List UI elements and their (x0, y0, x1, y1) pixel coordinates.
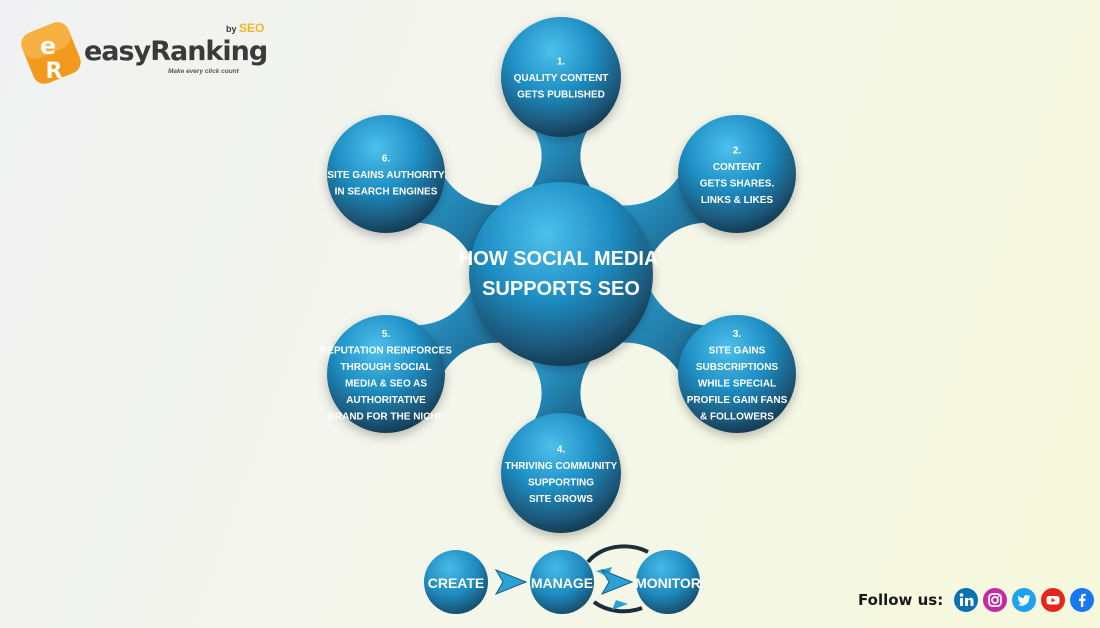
cycle-arc-top (586, 544, 649, 564)
brand-by: by (226, 24, 237, 34)
step-number: 2. (733, 145, 742, 156)
step-line: SUPPORTING (528, 477, 594, 488)
step-text: 1. QUALITY CONTENT GETS PUBLISHED (514, 57, 609, 101)
arrow-create-manage-icon (494, 568, 528, 596)
step-text: 3. SITE GAINS SUBSCRIPTIONS WHILE SPECIAL PR… (687, 329, 788, 423)
step-line: MEDIA & SEO AS (345, 378, 427, 389)
cycle-arrow-left-icon (612, 600, 628, 610)
step-number: 3. (733, 329, 742, 340)
follow-us-bar: Follow us: (858, 586, 1095, 614)
step-node-circle (327, 115, 445, 233)
step-line: SITE GAINS (709, 345, 766, 356)
monitor-circle (636, 550, 700, 614)
connector-arm-4 (531, 360, 591, 419)
step-node-circle (327, 315, 445, 433)
step-number: 1. (557, 57, 566, 68)
step-node-circle (678, 115, 796, 233)
connector-arm-1 (531, 131, 591, 188)
step-line: GETS SHARES. (700, 178, 775, 189)
step-line: SUBSCRIPTIONS (696, 362, 779, 373)
hub-title-line-2: SUPPORTS SEO (482, 278, 640, 300)
stage-monitor: MONITOR (635, 575, 701, 591)
step-node-2: 2. CONTENT GETS SHARES. LINKS & LIKES (678, 115, 796, 233)
step-text: 6. SITE GAINS AUTHORITY IN SEARCH ENGINES (327, 154, 445, 198)
stage-create: CREATE (428, 575, 485, 591)
step-line: PROFILE GAIN FANS (687, 395, 788, 406)
brand-seo: SEO (239, 21, 265, 35)
step-text: 2. CONTENT GETS SHARES. LINKS & LIKES (700, 145, 775, 206)
brand-logo-mark: e R (21, 22, 81, 84)
cycle-flow: CREATE MANAGE MONITOR (424, 544, 701, 614)
step-line: QUALITY CONTENT (514, 73, 609, 84)
hub-title: HOW SOCIAL MEDIA SUPPORTS SEO (459, 248, 663, 300)
step-line: & FOLLOWERS (700, 411, 774, 422)
twitter-icon[interactable] (1012, 588, 1037, 612)
step-node-6: 6. SITE GAINS AUTHORITY IN SEARCH ENGINES (327, 115, 445, 233)
step-line: THRIVING COMMUNITY (505, 461, 618, 472)
step-line: REPUTATION REINFORCES (320, 345, 452, 356)
hub-circle-shape (469, 182, 653, 366)
step-line: WHILE SPECIAL (698, 378, 776, 389)
cycle-arc-bottom (592, 600, 643, 614)
logo-letter-r: R (46, 59, 63, 84)
step-number: 4. (557, 444, 566, 455)
step-text: 4. THRIVING COMMUNITY SUPPORTING SITE GROWS (505, 444, 618, 505)
arrow-manage-monitor-icon (600, 568, 634, 596)
instagram-icon[interactable] (983, 588, 1008, 612)
step-node-5: 5. REPUTATION REINFORCES THROUGH SOCIAL MED… (320, 315, 452, 433)
step-node-circle (501, 17, 621, 137)
step-line: LINKS & LIKES (701, 195, 774, 206)
step-text: 5. REPUTATION REINFORCES THROUGH SOCIAL MED… (320, 329, 452, 423)
step-line: BRAND FOR THE NICHE (328, 411, 445, 422)
hub-circle (469, 182, 653, 366)
create-circle (424, 550, 488, 614)
step-node-circle (501, 413, 621, 533)
step-nodes: 1. QUALITY CONTENT GETS PUBLISHED 2. CONTENT… (320, 17, 796, 533)
brand-logo[interactable]: e R easyRanking by SEO Make every click … (18, 18, 268, 93)
brand-tagline: Make every click count (168, 68, 239, 75)
hub-title-line-1: HOW SOCIAL MEDIA (459, 248, 658, 270)
manage-circle (530, 550, 594, 614)
logo-letter-e: e (40, 32, 56, 60)
step-number: 5. (382, 329, 391, 340)
step-line: AUTHORITATIVE (346, 395, 426, 406)
stage-manage: MANAGE (531, 575, 593, 591)
step-line: GETS PUBLISHED (517, 90, 605, 101)
step-line: IN SEARCH ENGINES (335, 187, 438, 198)
step-node-4: 4. THRIVING COMMUNITY SUPPORTING SITE GROWS (501, 413, 621, 533)
step-line: CONTENT (713, 162, 761, 173)
step-line: SITE GAINS AUTHORITY (327, 170, 445, 181)
youtube-icon[interactable] (1041, 588, 1066, 612)
step-node-1: 1. QUALITY CONTENT GETS PUBLISHED (501, 17, 621, 137)
follow-us-label: Follow us: (858, 591, 944, 609)
step-node-circle (678, 315, 796, 433)
facebook-icon[interactable] (1070, 588, 1095, 612)
step-number: 6. (382, 154, 391, 165)
step-line: THROUGH SOCIAL (340, 362, 431, 373)
linkedin-icon[interactable] (954, 588, 979, 612)
brand-name: easyRanking (84, 36, 268, 67)
step-line: SITE GROWS (529, 494, 593, 505)
step-node-3: 3. SITE GAINS SUBSCRIPTIONS WHILE SPECIAL PR… (678, 315, 796, 433)
